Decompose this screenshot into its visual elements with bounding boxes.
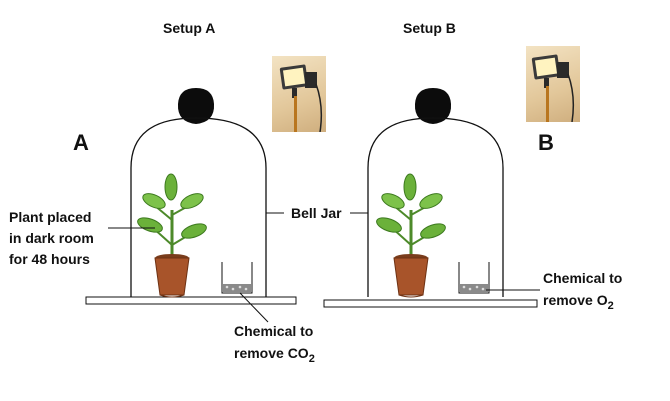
chem-o2-text: remove O [543,292,608,308]
bell-jar-label: Bell Jar [291,205,342,221]
plant-icon [134,172,210,299]
chem-co2-subscript: 2 [308,352,315,365]
chem-co2-label-line2: remove CO2 [234,344,315,368]
plant-label-line2: in dark room [9,230,94,246]
chem-o2-label-line2: remove O2 [543,291,614,315]
base-plate-b [323,299,538,308]
stopper-b [414,88,452,124]
chem-co2-label-line1: Chemical to [234,323,314,339]
leader-co2 [239,292,269,323]
plant-label-line3: for 48 hours [9,251,90,267]
beaker-icon [221,262,253,294]
lamp-icon [272,56,326,132]
lamp-icon [526,46,580,122]
chem-co2-text: remove CO [234,345,309,361]
bell-jar-icon [367,117,504,297]
bell-jar-icon [130,117,267,297]
plant-label-line1: Plant placed [9,209,92,225]
plant-icon [373,172,449,299]
stopper-a [177,88,215,124]
base-plate-a [85,296,297,305]
marker-a: A [73,130,89,155]
chem-o2-subscript: 2 [607,299,614,312]
setup-a-title: Setup A [163,20,216,36]
setup-b-title: Setup B [403,20,456,36]
chem-o2-label-line1: Chemical to [543,270,623,286]
beaker-icon [458,262,490,294]
marker-b: B [538,130,554,155]
